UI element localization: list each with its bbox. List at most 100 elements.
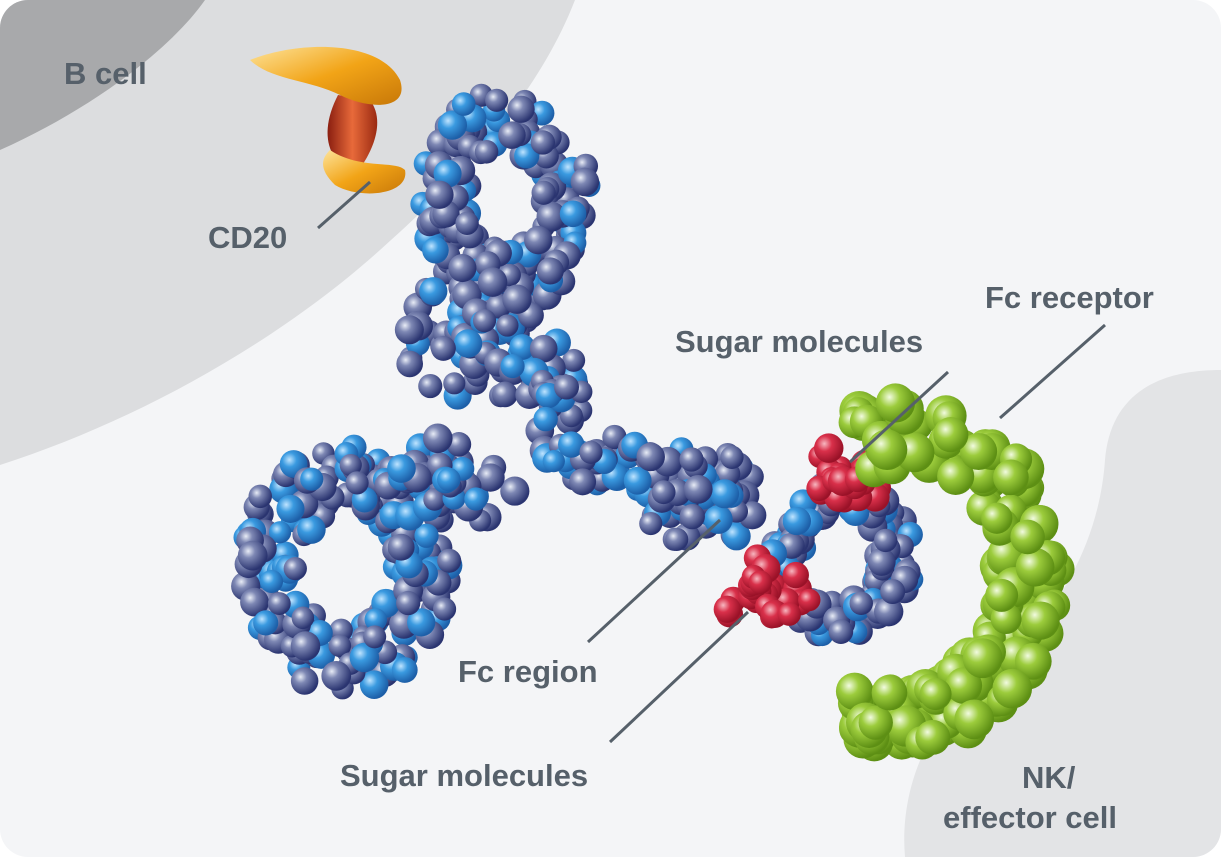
- sugar-sphere: [814, 433, 844, 463]
- fc-receptor-sphere: [945, 667, 983, 704]
- sugar-bottom-leader-line: [608, 610, 750, 744]
- antibody-sphere: [472, 309, 497, 333]
- antibody-sphere: [679, 503, 705, 530]
- antibody-sphere: [542, 449, 565, 473]
- fc-receptor-sphere: [960, 432, 998, 471]
- antibody-sphere: [451, 92, 476, 116]
- antibody-sphere: [569, 468, 597, 496]
- antibody-sphere: [443, 372, 466, 395]
- fc-receptor-sphere: [954, 699, 995, 740]
- antibody-sphere: [782, 506, 812, 536]
- antibody-sphere: [253, 610, 279, 636]
- nk-cell-label-line2: effector cell: [943, 800, 1118, 835]
- antibody-sphere: [349, 642, 380, 673]
- fc-region-label: Fc region: [458, 654, 598, 689]
- antibody-sphere: [500, 354, 525, 379]
- antibody-sphere: [880, 579, 906, 605]
- fc-receptor-sphere: [1021, 601, 1060, 640]
- antibody-sphere: [623, 466, 652, 495]
- antibody-sphere: [422, 423, 453, 454]
- antibody-sphere: [396, 350, 423, 378]
- antibody-sphere: [268, 521, 292, 544]
- antibody-sphere: [530, 130, 556, 155]
- sugar-sphere: [798, 588, 821, 612]
- antibody-sphere: [248, 484, 272, 509]
- antibody-sphere: [237, 540, 268, 571]
- antibody-sphere: [536, 257, 564, 285]
- antibody-sphere: [828, 619, 854, 644]
- fc-receptor-leader-line: [999, 323, 1106, 420]
- antibody-sphere: [414, 523, 439, 548]
- fc-receptor-sphere: [858, 705, 893, 740]
- antibody-sphere: [474, 140, 499, 164]
- antibody-sphere: [477, 267, 508, 297]
- fc-receptor-sphere: [985, 578, 1019, 612]
- leader-lines: [317, 180, 1106, 744]
- antibody-sphere: [533, 406, 558, 432]
- b-cell-label: B cell: [64, 56, 147, 91]
- fc-receptor-sphere: [937, 457, 975, 495]
- antibody-sphere: [437, 110, 468, 140]
- antibody-sphere: [267, 592, 291, 616]
- antibody-sphere: [407, 608, 436, 637]
- antibody-sphere: [419, 277, 448, 306]
- fc-receptor-sphere: [992, 668, 1033, 709]
- antibody-sphere: [283, 556, 307, 581]
- antibody-sphere: [867, 547, 896, 576]
- fc-receptor-sphere: [875, 383, 916, 423]
- antibody-sphere: [558, 431, 585, 458]
- antibody-sphere: [496, 314, 519, 337]
- sugar-molecules-bottom-label: Sugar molecules: [340, 758, 589, 793]
- antibody-sphere: [394, 315, 424, 345]
- fc-receptor-sphere: [933, 416, 969, 453]
- sugar-sphere: [748, 570, 773, 595]
- antibody-sphere: [524, 225, 553, 255]
- antibody-sphere: [396, 590, 421, 616]
- fc-receptor-sphere: [835, 672, 874, 711]
- fc-receptor-label: Fc receptor: [985, 280, 1154, 315]
- sugar-molecules-top-label: Sugar molecules: [675, 324, 924, 359]
- antibody-sphere: [636, 442, 665, 472]
- antibody-sphere: [874, 597, 904, 627]
- antibody-sphere: [500, 476, 530, 506]
- fc-receptor-sphere: [962, 638, 1003, 679]
- antibody-sphere: [492, 381, 518, 408]
- fc-receptor-sphere: [1010, 519, 1045, 555]
- antibody-sphere: [300, 467, 324, 491]
- antibody-sphere: [391, 657, 418, 683]
- antibody-sphere: [498, 121, 526, 149]
- fc-receptor-sphere: [919, 678, 952, 711]
- antibody-sphere: [430, 335, 456, 361]
- antibody-sphere: [639, 512, 663, 536]
- antibody-sphere: [529, 334, 558, 363]
- antibody-sphere: [502, 284, 532, 314]
- antibody-sphere: [710, 479, 740, 509]
- antibody-sphere: [455, 211, 479, 235]
- antibody-sphere: [509, 334, 536, 360]
- antibody-sphere: [339, 453, 362, 477]
- antibody-sphere: [722, 521, 751, 551]
- antibody-sphere: [260, 569, 284, 593]
- sugar-sphere: [777, 602, 801, 626]
- antibody-sphere: [448, 253, 477, 283]
- antibody-sphere: [321, 660, 352, 691]
- antibody-sphere: [536, 201, 567, 232]
- antibody-sphere: [291, 606, 315, 630]
- antibody-sphere: [559, 200, 587, 228]
- fc-receptor-sphere: [1015, 547, 1055, 587]
- antibody-sphere: [579, 440, 603, 464]
- fc-receptor-sphere: [993, 459, 1029, 496]
- antibody-sphere: [345, 471, 369, 495]
- antibody-sphere: [570, 167, 600, 197]
- cd20-protein: [250, 46, 406, 194]
- antibody-sphere: [328, 634, 352, 658]
- fc-receptor-sphere: [871, 674, 908, 711]
- antibody-sphere: [240, 587, 269, 617]
- antibody-sphere: [437, 467, 461, 492]
- antibody-sphere: [276, 494, 305, 523]
- antibody-sphere: [387, 533, 415, 561]
- antibody-sphere: [387, 454, 416, 483]
- antibody-sphere: [464, 487, 488, 511]
- antibody-sphere: [485, 88, 509, 112]
- antibody-sphere: [290, 667, 319, 695]
